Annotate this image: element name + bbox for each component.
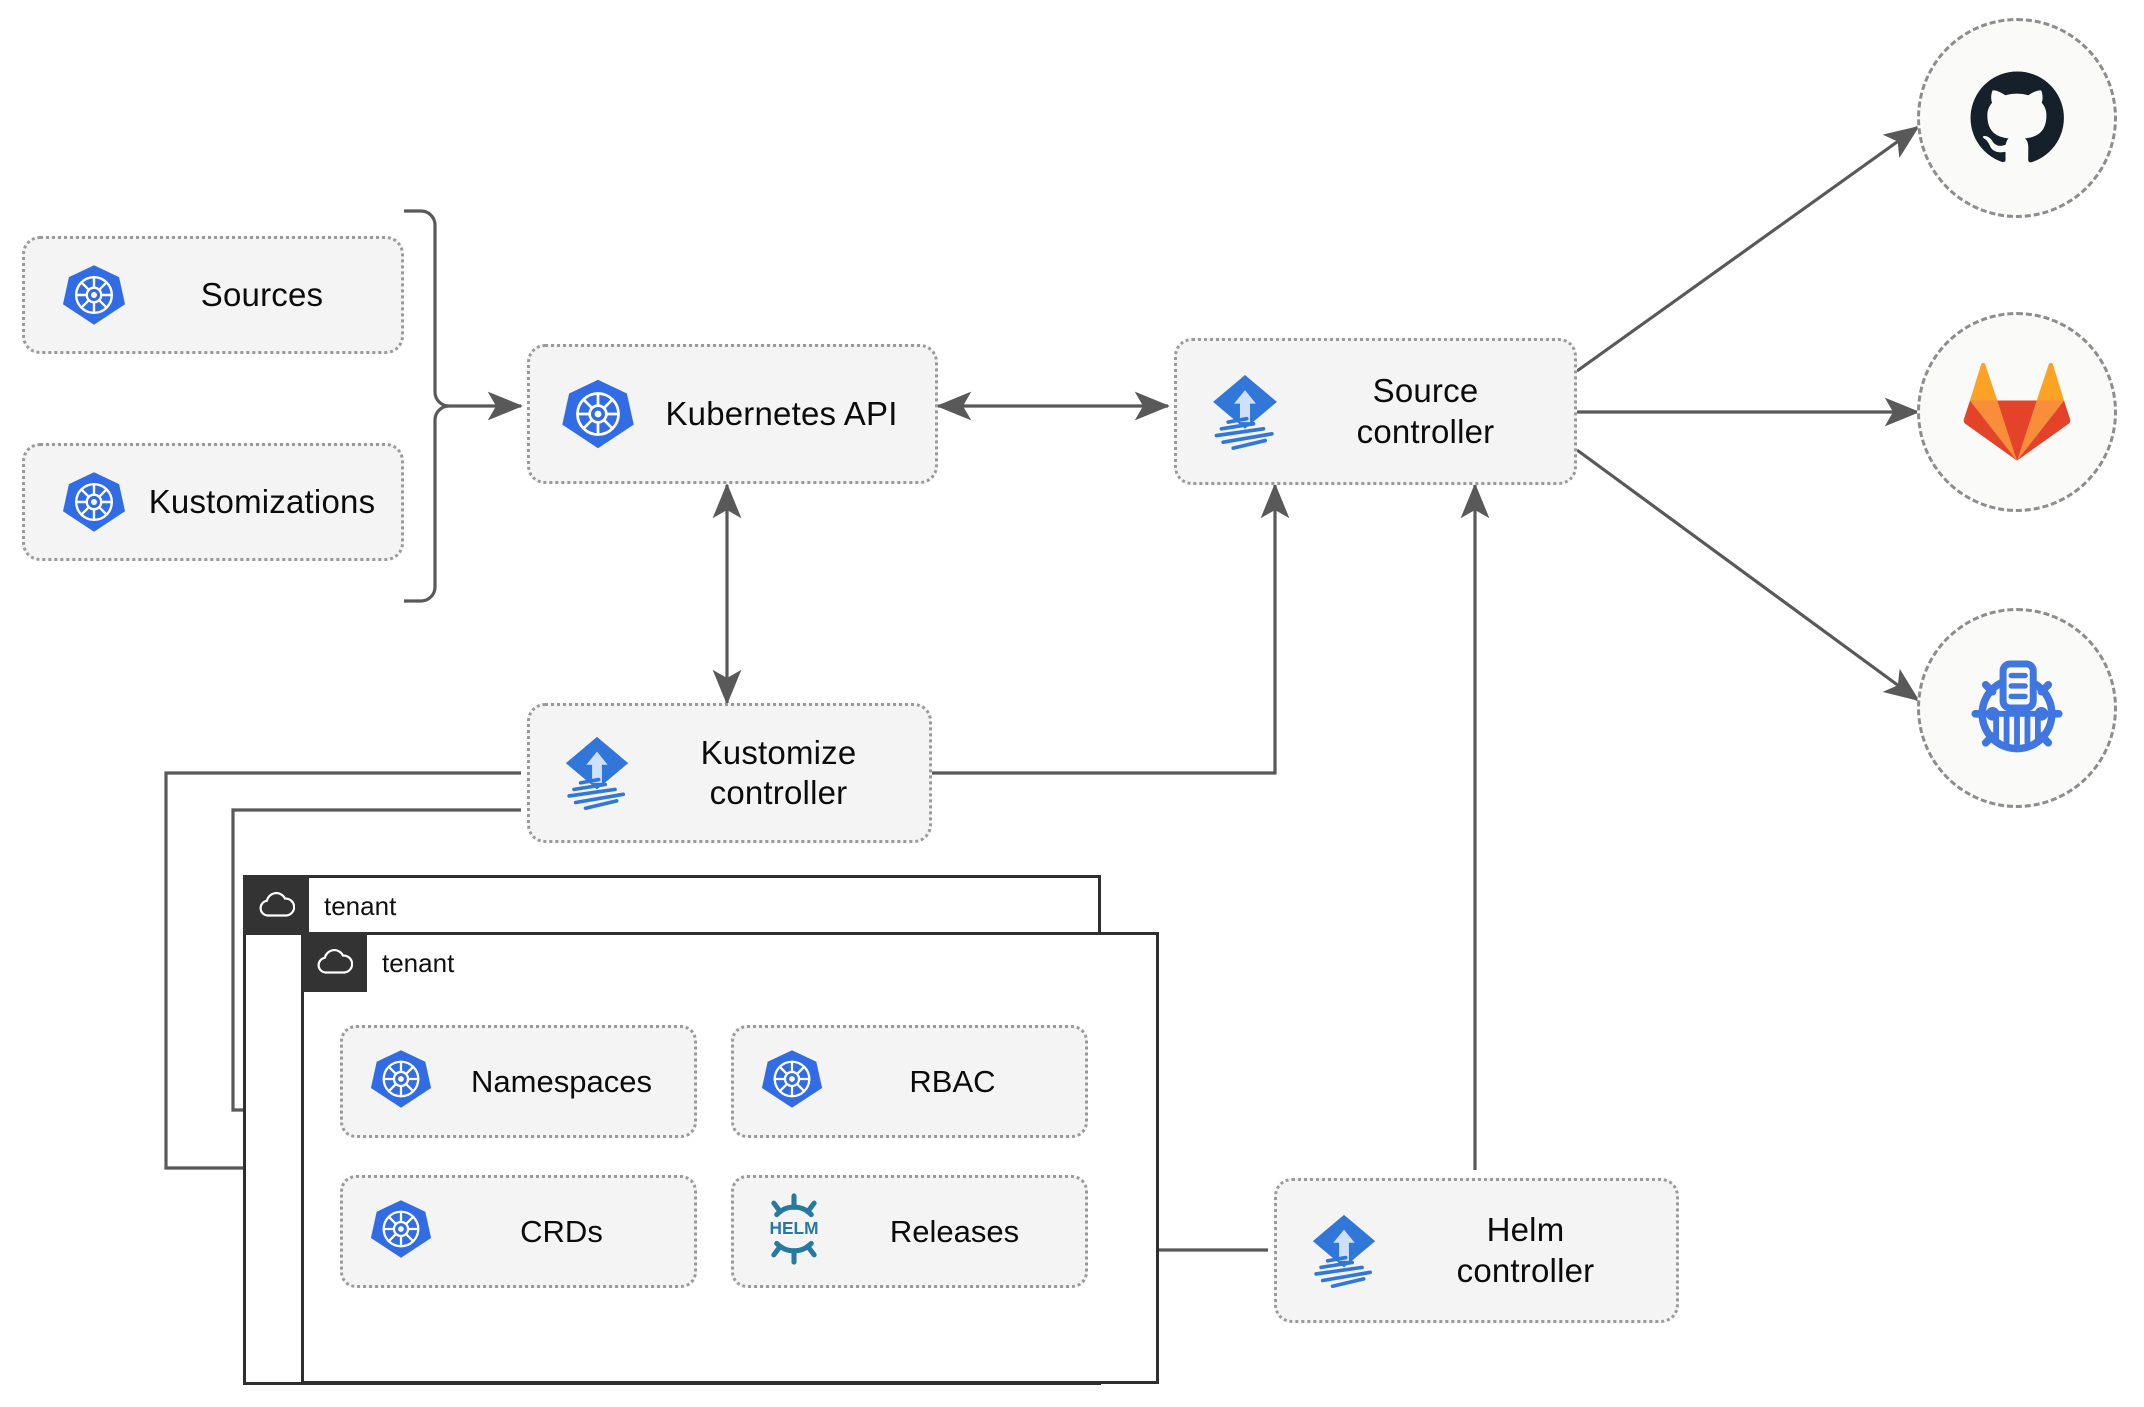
node-kustomizations[interactable]: Kustomizations <box>22 443 404 561</box>
cloud-icon <box>243 875 309 935</box>
resource-crds[interactable]: CRDs <box>340 1175 697 1288</box>
node-label: Sources <box>200 275 324 313</box>
resource-rbac[interactable]: RBAC <box>731 1025 1088 1138</box>
kubernetes-icon <box>343 1197 441 1266</box>
resource-label: Releases <box>889 1213 1020 1249</box>
tenant-label: tenant <box>382 948 455 978</box>
resource-releases[interactable]: HELM Releases <box>731 1175 1088 1288</box>
tenant-label: tenant <box>324 891 397 921</box>
kubernetes-icon <box>343 1047 441 1116</box>
node-kustomize-controller[interactable]: Kustomize controller <box>527 703 932 843</box>
tenant-container-inner[interactable]: tenant <box>301 932 1159 1384</box>
kubernetes-icon <box>25 262 137 328</box>
flux-icon <box>530 732 642 814</box>
provider-gitlab[interactable] <box>1917 312 2117 512</box>
flux-icon <box>1177 370 1291 454</box>
node-helm-controller[interactable]: Helm controller <box>1274 1178 1679 1323</box>
resource-label: RBAC <box>909 1063 996 1099</box>
kubernetes-icon <box>734 1047 832 1116</box>
node-source-controller[interactable]: Source controller <box>1174 338 1577 485</box>
node-label: Kustomize controller <box>700 733 857 811</box>
node-label: Kustomizations <box>148 482 376 520</box>
kubernetes-icon <box>530 376 642 452</box>
provider-github[interactable] <box>1917 18 2117 218</box>
gitlab-icon <box>1963 362 2071 461</box>
provider-helm-repository[interactable] <box>1917 608 2117 808</box>
resource-label: CRDs <box>520 1213 603 1249</box>
cloud-icon <box>301 932 367 992</box>
helm-icon: HELM <box>734 1193 836 1270</box>
node-sources[interactable]: Sources <box>22 236 404 354</box>
node-kubernetes-api[interactable]: Kubernetes API <box>527 344 938 484</box>
svg-text:HELM: HELM <box>770 1218 819 1238</box>
kubernetes-icon <box>25 469 137 535</box>
resource-namespaces[interactable]: Namespaces <box>340 1025 697 1138</box>
node-label: Kubernetes API <box>665 394 898 432</box>
node-label: Helm controller <box>1456 1211 1595 1289</box>
node-label: Source controller <box>1356 372 1495 450</box>
github-icon <box>1970 71 2064 163</box>
helm-repository-icon <box>1971 660 2063 753</box>
flux-icon <box>1277 1210 1389 1292</box>
resource-label: Namespaces <box>471 1063 652 1099</box>
